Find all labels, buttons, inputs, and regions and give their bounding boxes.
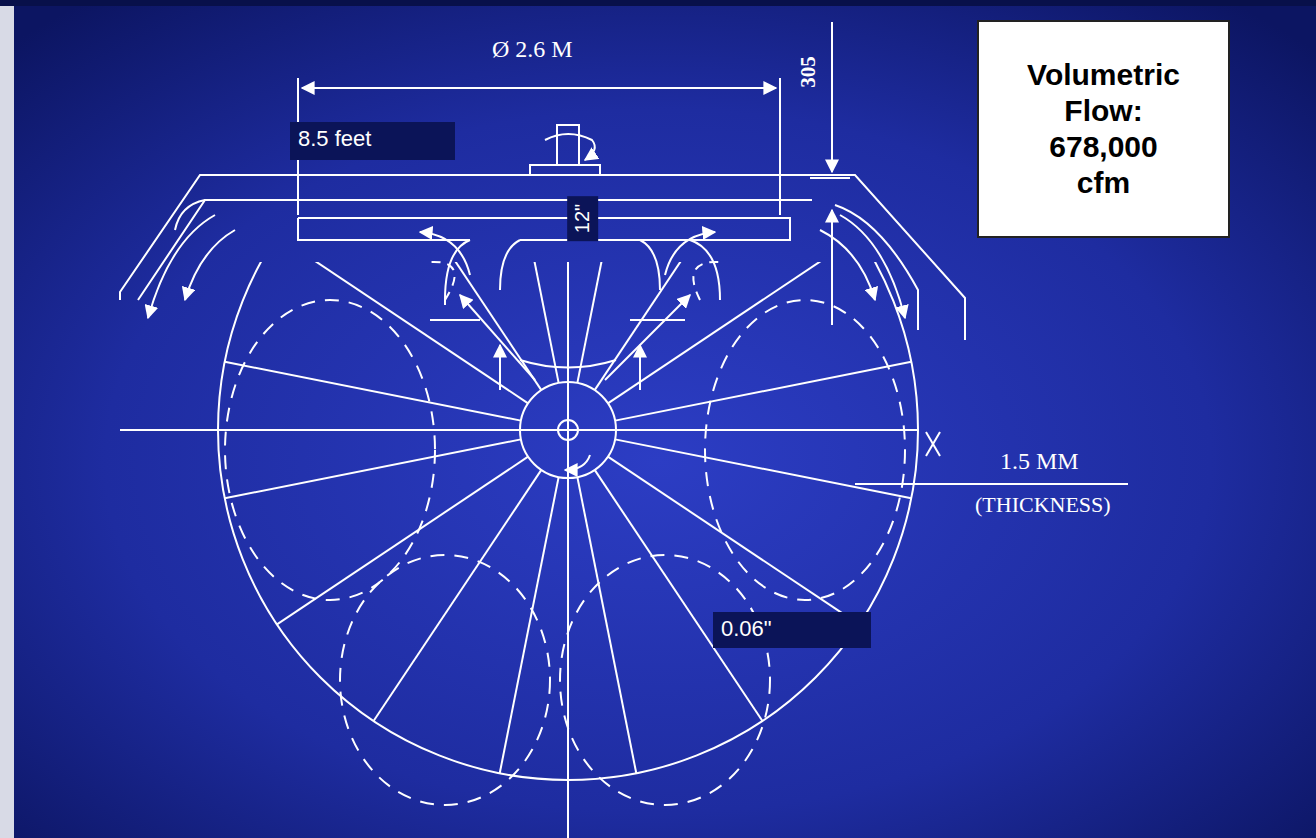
impeller-wheel xyxy=(120,262,918,838)
flow-value: Volumetric Flow: 678,000 cfm xyxy=(1024,57,1184,201)
thickness-dimension: 1.5 MM xyxy=(1000,448,1079,476)
blade xyxy=(577,262,636,383)
height-dimension: 305 xyxy=(796,56,820,88)
blade xyxy=(277,457,528,625)
thickness-note: (THICKNESS) xyxy=(975,492,1111,517)
blade xyxy=(225,439,521,498)
blade xyxy=(225,362,521,421)
blade xyxy=(608,457,859,625)
top-edge xyxy=(0,0,1316,6)
blade xyxy=(374,262,542,390)
diameter-dimension: Ø 2.6 M xyxy=(492,36,573,64)
blade xyxy=(615,439,911,498)
feet-conversion: 8.5 feet xyxy=(290,122,455,160)
blade xyxy=(500,262,559,383)
page-edge xyxy=(0,0,14,838)
inch-conversion: 12" xyxy=(567,195,598,240)
inch-conversion: 0.06" xyxy=(713,612,871,648)
blade xyxy=(595,262,763,390)
blade xyxy=(577,477,636,773)
flow-box: Volumetric Flow: 678,000 cfm xyxy=(977,20,1230,238)
blade xyxy=(500,477,559,773)
blade xyxy=(595,470,763,721)
blade xyxy=(374,470,542,721)
blade xyxy=(277,262,528,403)
blade xyxy=(608,262,859,403)
blade xyxy=(615,362,911,421)
